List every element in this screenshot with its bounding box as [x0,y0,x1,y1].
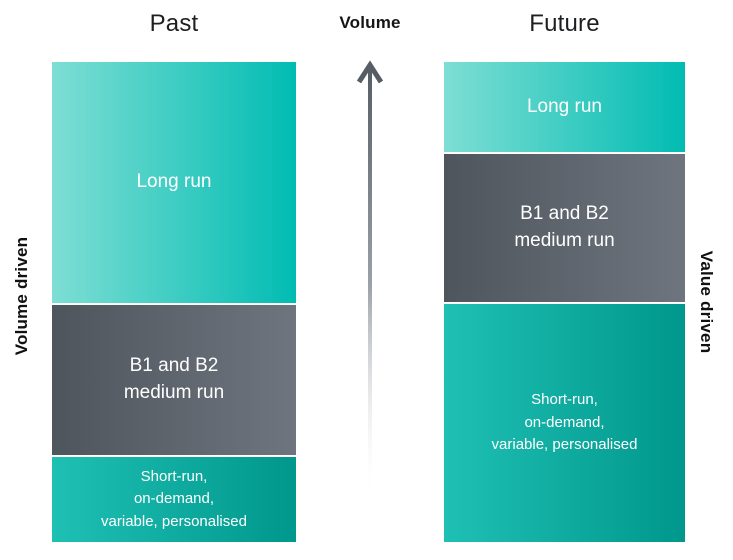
column-future: Long run B1 and B2 medium run Short-run,… [444,62,685,542]
segment-past-long-run: Long run [52,62,296,303]
segment-past-b1-b2-medium-run: B1 and B2 medium run [52,305,296,455]
segment-label-line: B1 and B2 [520,203,609,225]
segment-label-line: Short-run, [140,467,208,485]
segment-label-line: Short-run, [531,391,598,409]
segment-future-long-run: Long run [444,62,685,152]
segment-label-line: Long run [526,95,602,117]
column-title-past: Past [149,10,199,37]
segment-past-short-run: Short-run, on-demand, variable, personal… [52,457,296,542]
segment-label-line: on-demand, [524,413,605,431]
segment-label-line: on-demand, [133,490,215,508]
segment-label-line: variable, personalised [101,512,247,530]
segment-label-line: B1 and B2 [129,355,219,377]
segment-future-b1-b2-medium-run: B1 and B2 medium run [444,154,685,302]
axis-label-value-driven: Value driven [697,250,716,354]
segment-label-line: variable, personalised [491,436,638,454]
volume-up-arrow-icon [356,60,384,501]
axis-label-volume-driven: Volume driven [12,236,31,356]
segment-label-line: medium run [123,382,225,403]
segment-label-line: medium run [514,230,615,251]
column-title-future: Future [529,10,600,37]
segment-label-line: Long run [136,171,212,193]
volume-arrow-label: Volume [339,13,401,32]
segment-future-short-run: Short-run, on-demand, variable, personal… [444,304,685,542]
column-past: Long run B1 and B2 medium run Short-run,… [52,62,296,542]
